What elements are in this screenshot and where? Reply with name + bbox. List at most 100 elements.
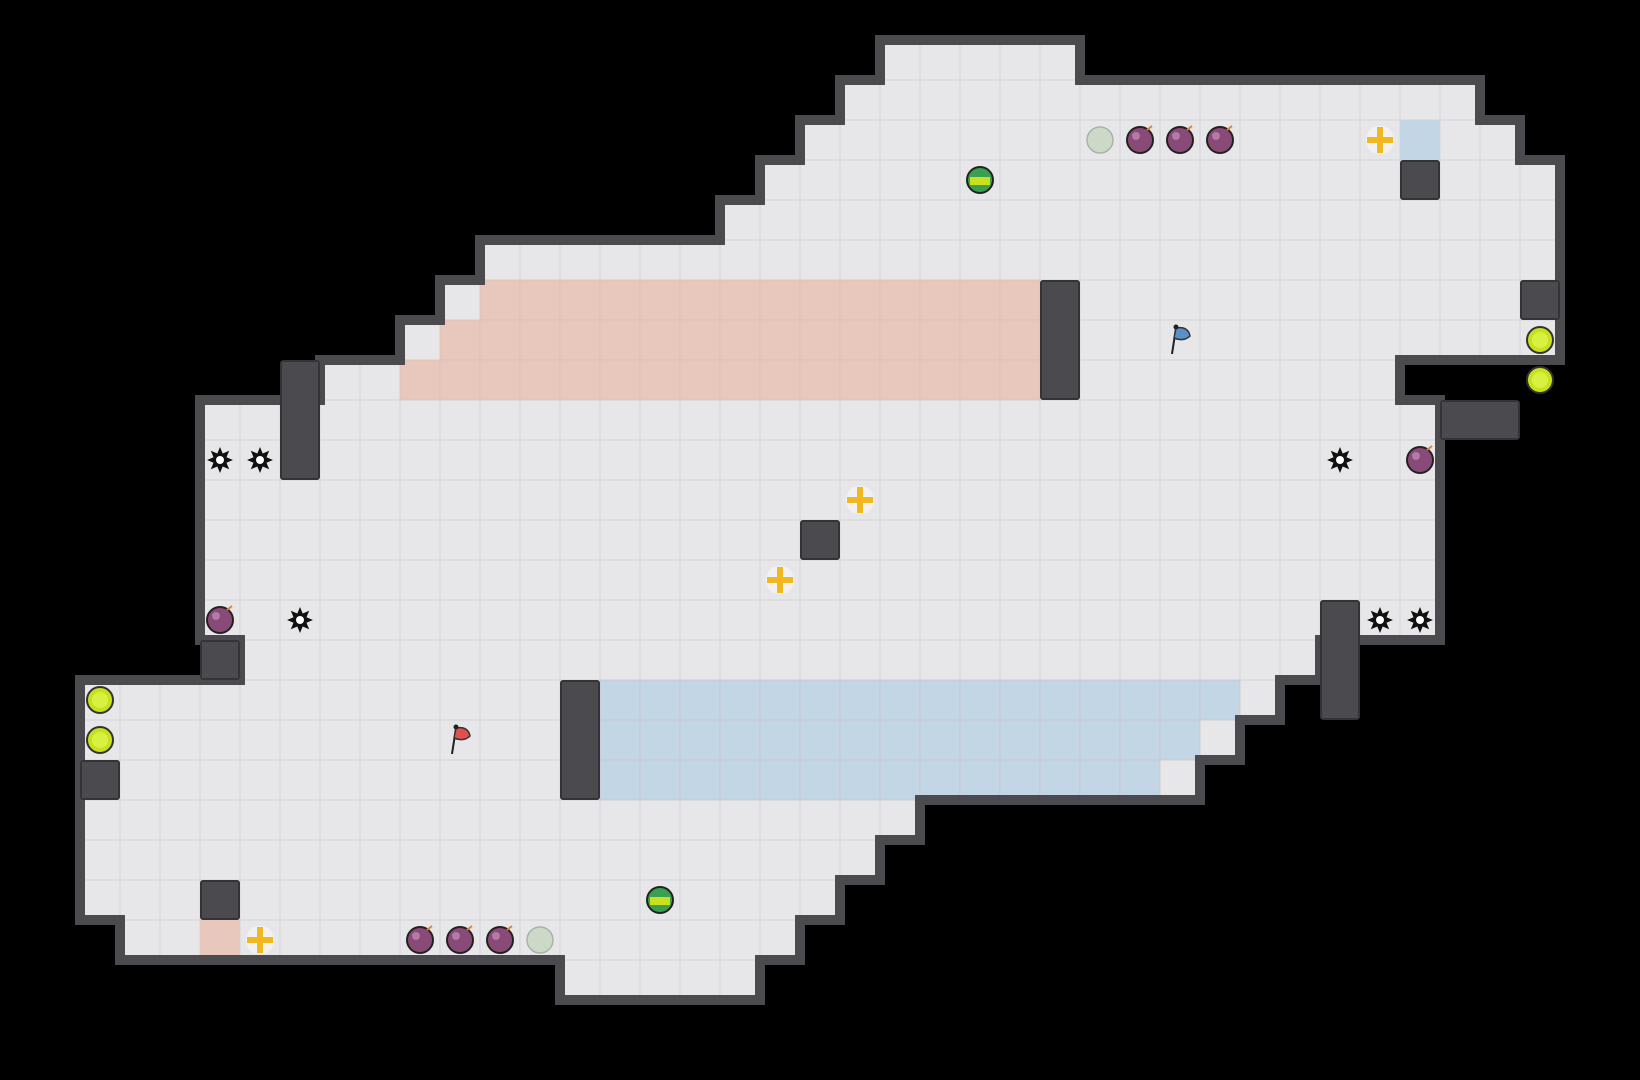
blue-endzone-tile xyxy=(1039,679,1081,721)
floor-tile xyxy=(1239,199,1281,241)
floor-tile xyxy=(559,519,601,561)
floor-tile xyxy=(879,439,921,481)
floor-tile xyxy=(1199,719,1241,761)
floor-tile xyxy=(519,399,561,441)
floor-tile xyxy=(999,399,1041,441)
floor-tile xyxy=(519,799,561,841)
floor-tile xyxy=(1039,599,1081,641)
red-endzone-tile xyxy=(959,279,1001,321)
blue-endzone-tile xyxy=(919,679,961,721)
red-endzone-tile xyxy=(679,319,721,361)
floor-tile xyxy=(1079,639,1121,681)
floor-tile xyxy=(359,439,401,481)
floor-tile xyxy=(959,599,1001,641)
floor-tile xyxy=(799,599,841,641)
floor-tile xyxy=(1159,399,1201,441)
floor-tile xyxy=(1239,239,1281,281)
floor-tile xyxy=(959,479,1001,521)
red-endzone-tile xyxy=(839,359,881,401)
red-endzone-tile xyxy=(839,279,881,321)
floor-tile xyxy=(1159,159,1201,201)
floor-tile xyxy=(999,639,1041,681)
floor-tile xyxy=(279,879,321,921)
floor-tile xyxy=(1199,319,1241,361)
floor-tile xyxy=(1079,559,1121,601)
floor-tile xyxy=(479,879,521,921)
floor-tile xyxy=(1399,399,1441,441)
floor-tile xyxy=(279,679,321,721)
wall-block xyxy=(560,680,600,800)
floor-tile xyxy=(1079,359,1121,401)
floor-tile xyxy=(399,319,441,361)
floor-tile xyxy=(879,159,921,201)
floor-tile xyxy=(599,919,641,961)
floor-tile xyxy=(1079,199,1121,241)
floor-tile xyxy=(439,479,481,521)
bomb-icon xyxy=(486,925,514,954)
floor-tile xyxy=(919,519,961,561)
boost-icon xyxy=(246,926,274,954)
floor-tile xyxy=(1199,239,1241,281)
floor-tile xyxy=(319,759,361,801)
floor-tile xyxy=(359,399,401,441)
red-endzone-tile xyxy=(999,359,1041,401)
wall-block xyxy=(1040,280,1080,400)
floor-tile xyxy=(639,439,681,481)
wall-block xyxy=(200,640,240,680)
floor-tile xyxy=(479,839,521,881)
floor-tile xyxy=(479,239,521,281)
red-endzone-tile xyxy=(799,279,841,321)
spike-icon xyxy=(247,447,273,473)
floor-tile xyxy=(239,519,281,561)
floor-tile xyxy=(319,519,361,561)
floor-tile xyxy=(759,519,801,561)
blue-endzone-tile xyxy=(719,759,761,801)
floor-tile xyxy=(879,79,921,121)
floor-tile xyxy=(1359,359,1401,401)
floor-tile xyxy=(679,599,721,641)
floor-tile xyxy=(319,359,361,401)
red-endzone-tile xyxy=(439,319,481,361)
floor-tile xyxy=(1319,239,1361,281)
red-endzone-tile xyxy=(200,920,240,960)
floor-tile xyxy=(639,799,681,841)
floor-tile xyxy=(719,239,761,281)
floor-tile xyxy=(199,799,241,841)
red-endzone-tile xyxy=(639,319,681,361)
floor-tile xyxy=(439,439,481,481)
floor-tile xyxy=(1039,39,1081,81)
floor-tile xyxy=(1159,559,1201,601)
floor-tile xyxy=(319,919,361,961)
floor-tile xyxy=(519,439,561,481)
floor-tile xyxy=(759,239,801,281)
floor-tile xyxy=(959,79,1001,121)
blue-endzone-tile xyxy=(999,679,1041,721)
floor-tile xyxy=(1159,599,1201,641)
floor-tile xyxy=(519,639,561,681)
floor-tile xyxy=(1479,319,1521,361)
floor-tile xyxy=(599,399,641,441)
floor-tile xyxy=(799,399,841,441)
floor-tile xyxy=(519,719,561,761)
floor-tile xyxy=(1159,359,1201,401)
floor-tile xyxy=(1239,159,1281,201)
red-endzone-tile xyxy=(759,319,801,361)
floor-tile xyxy=(879,119,921,161)
red-endzone-tile xyxy=(879,279,921,321)
wall-block xyxy=(280,360,320,480)
blue-endzone-tile xyxy=(879,719,921,761)
floor-tile xyxy=(1119,359,1161,401)
floor-tile xyxy=(1399,279,1441,321)
floor-tile xyxy=(1319,519,1361,561)
blue-endzone-tile xyxy=(799,759,841,801)
blue-endzone-tile xyxy=(719,679,761,721)
floor-tile xyxy=(1079,79,1121,121)
blue-endzone-tile xyxy=(1119,679,1161,721)
floor-tile xyxy=(239,839,281,881)
floor-tile xyxy=(239,639,281,681)
floor-tile xyxy=(1079,479,1121,521)
floor-tile xyxy=(479,399,521,441)
floor-tile xyxy=(1359,159,1401,201)
red-endzone-tile xyxy=(679,359,721,401)
